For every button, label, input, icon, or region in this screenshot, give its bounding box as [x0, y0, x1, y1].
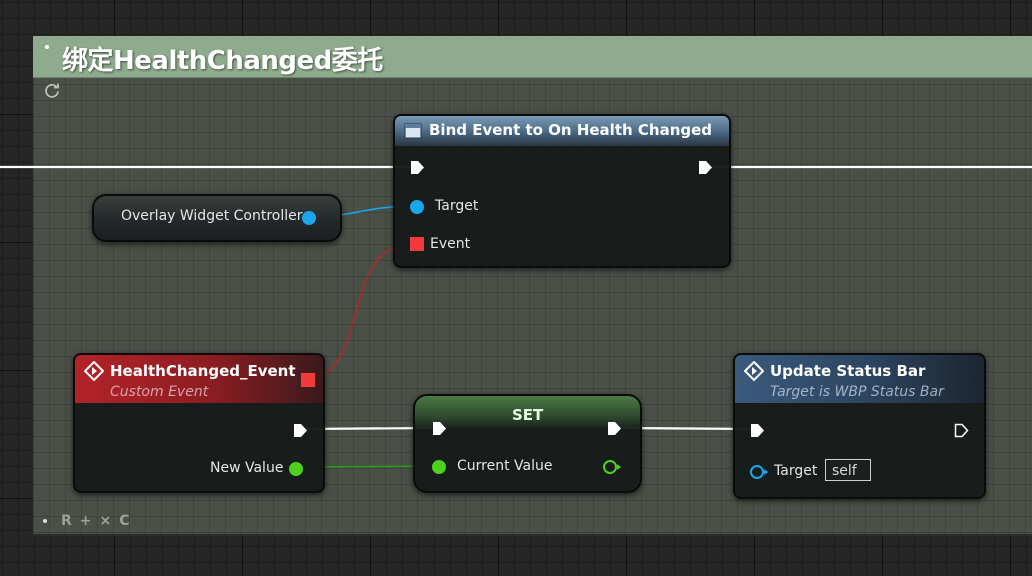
param-label: New Value: [210, 460, 284, 476]
comment-header[interactable]: 绑定HealthChanged委托: [33, 36, 1032, 78]
comment-title[interactable]: 绑定HealthChanged委托: [62, 46, 383, 76]
remove-button[interactable]: ×: [99, 513, 112, 529]
target-pin[interactable]: [410, 200, 424, 214]
node-header: HealthChanged_Event Custom Event: [75, 355, 323, 403]
footer-dot: [43, 519, 47, 523]
set-node[interactable]: SET Current Value: [413, 394, 642, 493]
delegate-wire: [307, 243, 413, 379]
node-subtitle: Custom Event: [110, 384, 209, 400]
comment-bullet: [45, 45, 49, 49]
function-icon: [744, 361, 764, 381]
reset-button[interactable]: R: [61, 513, 72, 529]
collapse-button[interactable]: C: [119, 513, 130, 529]
event-pin[interactable]: [410, 237, 424, 251]
delegate-output-pin[interactable]: [301, 373, 315, 387]
event-label: Event: [430, 236, 471, 252]
bind-event-node[interactable]: Bind Event to On Health Changed Target E…: [393, 114, 731, 268]
node-subtitle: Target is WBP Status Bar: [770, 384, 944, 400]
target-pin[interactable]: [749, 464, 769, 480]
event-icon: [84, 361, 104, 381]
exec-output-pin[interactable]: [954, 423, 969, 438]
target-value-field[interactable]: self: [825, 459, 871, 481]
custom-event-node[interactable]: HealthChanged_Event Custom Event New Val…: [73, 353, 325, 493]
float-input-pin[interactable]: [432, 460, 446, 474]
exec-output-pin[interactable]: [607, 421, 622, 436]
refresh-icon[interactable]: [43, 81, 61, 99]
node-title: HealthChanged_Event: [110, 362, 296, 380]
node-title: Update Status Bar: [770, 362, 926, 380]
target-label: Target: [774, 463, 818, 479]
function-icon: [404, 123, 422, 139]
target-label: Target: [435, 198, 479, 214]
node-header: Bind Event to On Health Changed: [395, 116, 729, 146]
exec-output-pin[interactable]: [698, 160, 713, 175]
float-output-pin[interactable]: [602, 459, 622, 475]
exec-input-pin[interactable]: [410, 160, 425, 175]
node-header: SET: [415, 396, 640, 430]
variable-output-pin[interactable]: [302, 211, 316, 225]
node-title: Bind Event to On Health Changed: [429, 121, 713, 139]
variable-label: Overlay Widget Controller: [121, 208, 303, 224]
update-status-bar-node[interactable]: Update Status Bar Target is WBP Status B…: [733, 353, 986, 499]
node-header: Update Status Bar Target is WBP Status B…: [735, 355, 984, 403]
float-output-pin[interactable]: [289, 462, 303, 476]
variable-node[interactable]: Overlay Widget Controller: [92, 194, 342, 242]
add-button[interactable]: +: [79, 513, 92, 529]
node-title: SET: [512, 406, 544, 424]
exec-output-pin[interactable]: [293, 423, 308, 438]
exec-input-pin[interactable]: [432, 421, 447, 436]
exec-input-pin[interactable]: [750, 423, 765, 438]
comment-footer: R + × C: [43, 512, 130, 530]
input-label: Current Value: [457, 458, 553, 474]
